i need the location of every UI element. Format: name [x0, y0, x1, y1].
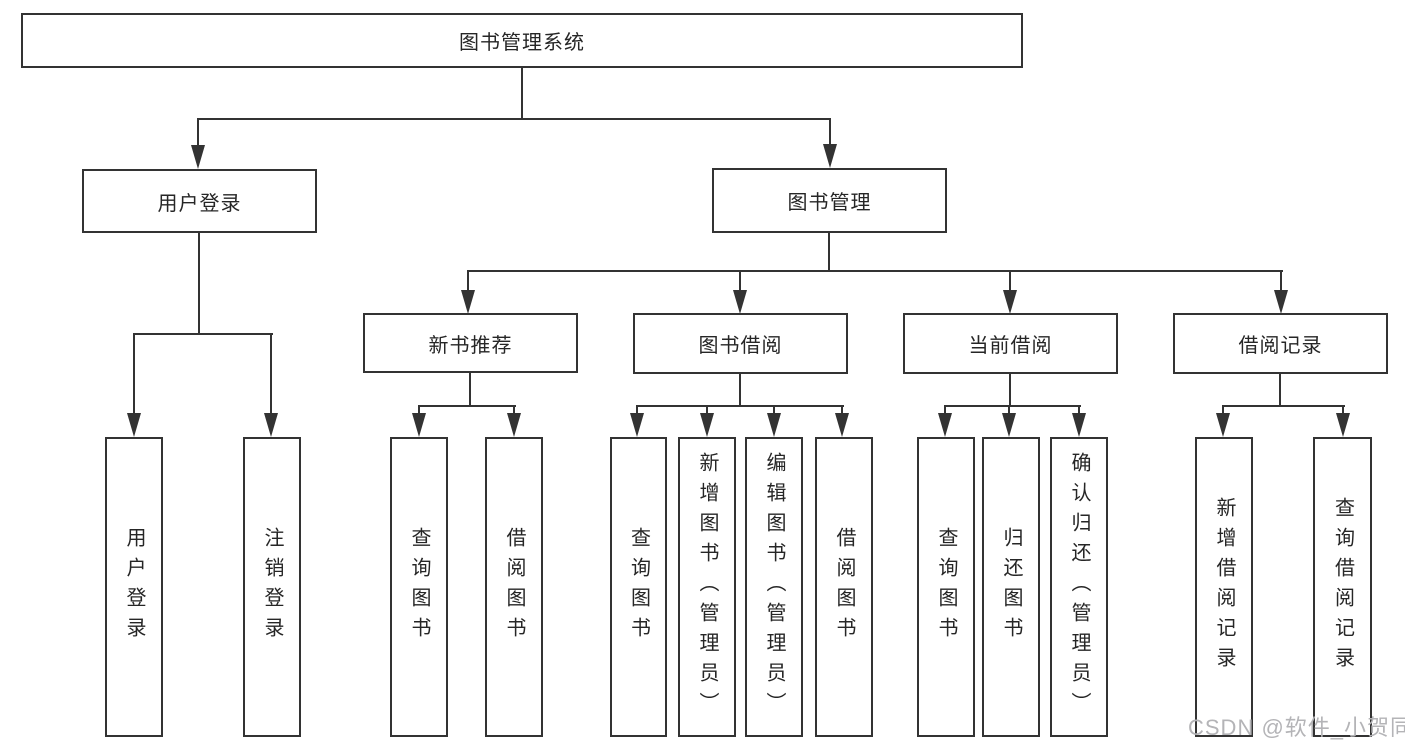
node-book-borrow: 图书借阅 [633, 313, 848, 374]
connector-line [1342, 405, 1344, 415]
node-label: 借阅记录 [1238, 335, 1323, 357]
node-label: 用户登录 [123, 527, 145, 647]
node-label: 图书借阅 [698, 335, 783, 357]
connector-line [944, 405, 1081, 407]
node-label: 新增借阅记录 [1213, 497, 1235, 677]
arrow-down-icon [1274, 290, 1288, 314]
connector-line [270, 333, 272, 415]
arrow-down-icon [823, 144, 837, 168]
node-label: 新增图书（管理员） [696, 452, 718, 722]
connector-line [1008, 405, 1010, 415]
arrow-down-icon [412, 413, 426, 437]
leaf-add-books-admin: 新增图书（管理员） [678, 437, 736, 737]
node-label: 借阅图书 [833, 527, 855, 647]
connector-line [133, 333, 273, 335]
node-label: 用户登录 [157, 192, 242, 215]
node-label: 查询图书 [627, 527, 650, 647]
arrow-down-icon [1072, 413, 1086, 437]
connector-line [706, 405, 708, 415]
connector-line [513, 405, 515, 415]
arrow-down-icon [835, 413, 849, 437]
leaf-current-query-books: 查询图书 [917, 437, 975, 737]
connector-line [418, 405, 516, 407]
node-label: 当前借阅 [968, 335, 1053, 357]
node-label: 图书管理 [787, 192, 872, 214]
leaf-borrow-query-books: 查询图书 [610, 437, 667, 737]
arrow-down-icon [767, 413, 781, 437]
arrow-down-icon [1336, 413, 1350, 437]
leaf-confirm-return-admin: 确认归还（管理员） [1050, 437, 1108, 737]
leaf-return-books: 归还图书 [982, 437, 1040, 737]
arrow-down-icon [630, 413, 644, 437]
leaf-borrow-books: 借阅图书 [815, 437, 873, 737]
arrow-down-icon [461, 290, 475, 314]
arrow-down-icon [1003, 290, 1017, 314]
leaf-recommend-borrow-books: 借阅图书 [485, 437, 543, 737]
node-label: 图书管理系统 [459, 32, 585, 54]
arrow-down-icon [507, 413, 521, 437]
connector-line [841, 405, 843, 415]
node-label: 借阅图书 [503, 527, 525, 647]
connector-line [1280, 270, 1282, 292]
connector-line [636, 405, 844, 407]
csdn-watermark: CSDN @软件_小贺同学 [1188, 715, 1405, 740]
leaf-add-borrow-record: 新增借阅记录 [1195, 437, 1253, 737]
connector-line [1279, 374, 1281, 407]
node-label: 查询图书 [935, 527, 957, 647]
node-current-borrow: 当前借阅 [903, 313, 1118, 374]
node-label: 注销登录 [261, 527, 283, 647]
node-user-login-group: 用户登录 [82, 169, 317, 233]
connector-line [1222, 405, 1224, 415]
arrow-down-icon [264, 413, 278, 437]
node-borrow-records: 借阅记录 [1173, 313, 1388, 374]
node-label: 确认归还（管理员） [1068, 452, 1090, 722]
connector-line [773, 405, 775, 415]
node-book-management: 图书管理 [712, 168, 947, 233]
connector-line [1078, 405, 1080, 415]
connector-line [198, 233, 200, 335]
connector-line [467, 270, 1283, 272]
arrow-down-icon [700, 413, 714, 437]
node-label: 新书推荐 [428, 334, 513, 357]
connector-line [197, 118, 831, 120]
connector-line [1009, 374, 1011, 407]
connector-line [1009, 270, 1011, 292]
connector-line [944, 405, 946, 415]
node-new-book-recommend: 新书推荐 [363, 313, 578, 373]
arrow-down-icon [1002, 413, 1016, 437]
node-label: 查询借阅记录 [1331, 497, 1354, 677]
connector-line [636, 405, 638, 415]
leaf-recommend-query-books: 查询图书 [390, 437, 448, 737]
node-label: 编辑图书（管理员） [763, 452, 785, 722]
connector-line [133, 333, 135, 415]
leaf-logout: 注销登录 [243, 437, 301, 737]
connector-line [1222, 405, 1345, 407]
arrow-down-icon [938, 413, 952, 437]
arrow-down-icon [191, 145, 205, 169]
connector-line [739, 270, 741, 292]
node-label: 查询图书 [408, 527, 430, 647]
connector-line [469, 373, 471, 407]
leaf-edit-books-admin: 编辑图书（管理员） [745, 437, 803, 737]
node-root-system: 图书管理系统 [21, 13, 1023, 68]
connector-line [521, 68, 523, 119]
connector-line [467, 270, 469, 292]
leaf-query-borrow-record: 查询借阅记录 [1313, 437, 1372, 737]
node-label: 归还图书 [1000, 527, 1022, 647]
arrow-down-icon [127, 413, 141, 437]
leaf-user-login: 用户登录 [105, 437, 163, 737]
arrow-down-icon [733, 290, 747, 314]
connector-line [418, 405, 420, 415]
connector-line [739, 374, 741, 407]
connector-line [197, 118, 199, 148]
connector-line [828, 233, 830, 272]
arrow-down-icon [1216, 413, 1230, 437]
connector-line [829, 118, 831, 148]
